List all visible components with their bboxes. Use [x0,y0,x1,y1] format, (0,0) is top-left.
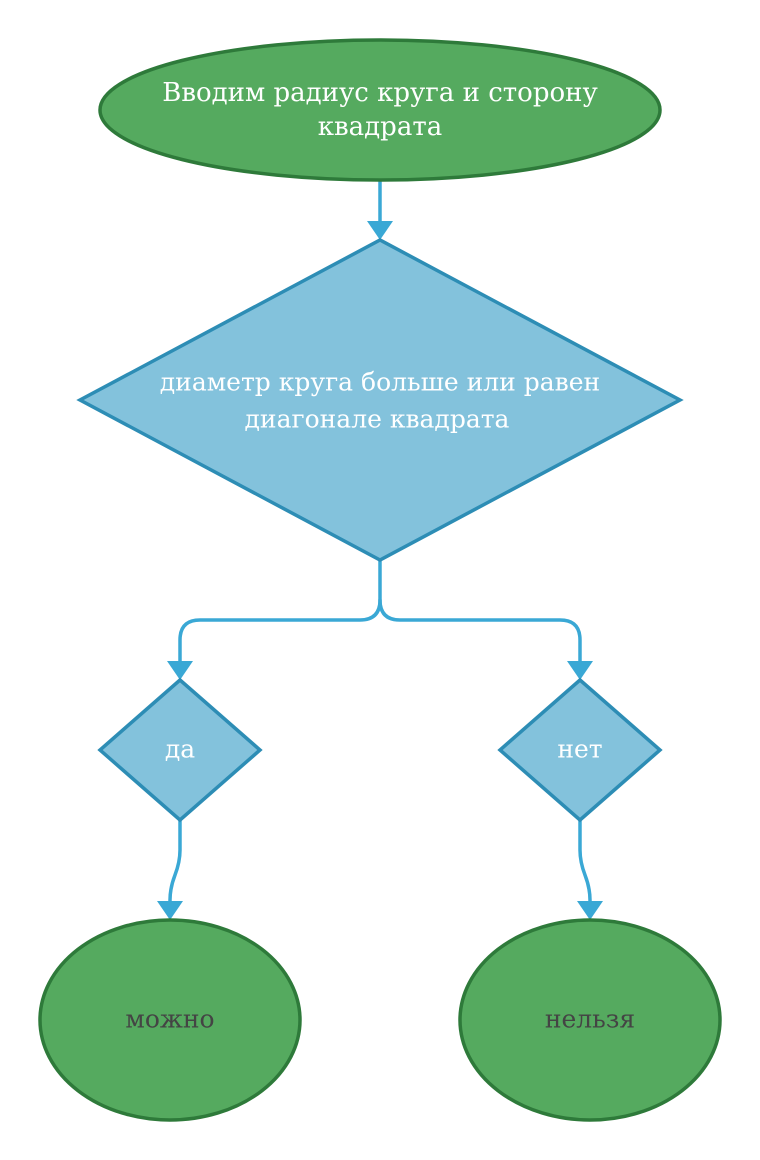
start-node-shape [98,38,662,182]
connector-no-to-cannot [578,818,592,907]
result-can-node: можно [38,918,302,1122]
no-branch-label: нет [557,735,602,764]
result-can-label: можно [125,1005,214,1034]
decision-node: диаметр круга больше или равен диагонале… [76,238,684,562]
arrowhead-can [157,901,183,920]
result-cannot-label: нельзя [545,1005,635,1034]
arrowhead-no [567,661,593,680]
connector-decision-to-no [378,598,582,667]
arrowhead-cannot [577,901,603,920]
decision-node-label-line2: диагонале квадрата [245,405,510,434]
yes-branch-node: да [97,677,263,823]
arrowhead-yes [167,661,193,680]
result-can-shape [38,918,302,1122]
no-branch-node: нет [497,677,663,823]
result-cannot-shape [458,918,722,1122]
start-node: Вводим радиус круга и сторону квадрата [98,38,662,182]
start-node-label-line2: квадрата [318,112,442,142]
decision-node-label-line1: диаметр круга больше или равен [160,368,600,397]
start-node-label-line1: Вводим радиус круга и сторону [162,78,598,108]
result-cannot-node: нельзя [458,918,722,1122]
connectors [157,178,603,920]
arrowhead-decision [367,221,393,240]
connector-decision-to-yes [178,558,382,667]
no-branch-shape [497,677,663,823]
yes-branch-label: да [165,735,195,764]
connector-yes-to-can [168,818,182,907]
yes-branch-shape [97,677,263,823]
decision-node-shape [76,238,684,562]
